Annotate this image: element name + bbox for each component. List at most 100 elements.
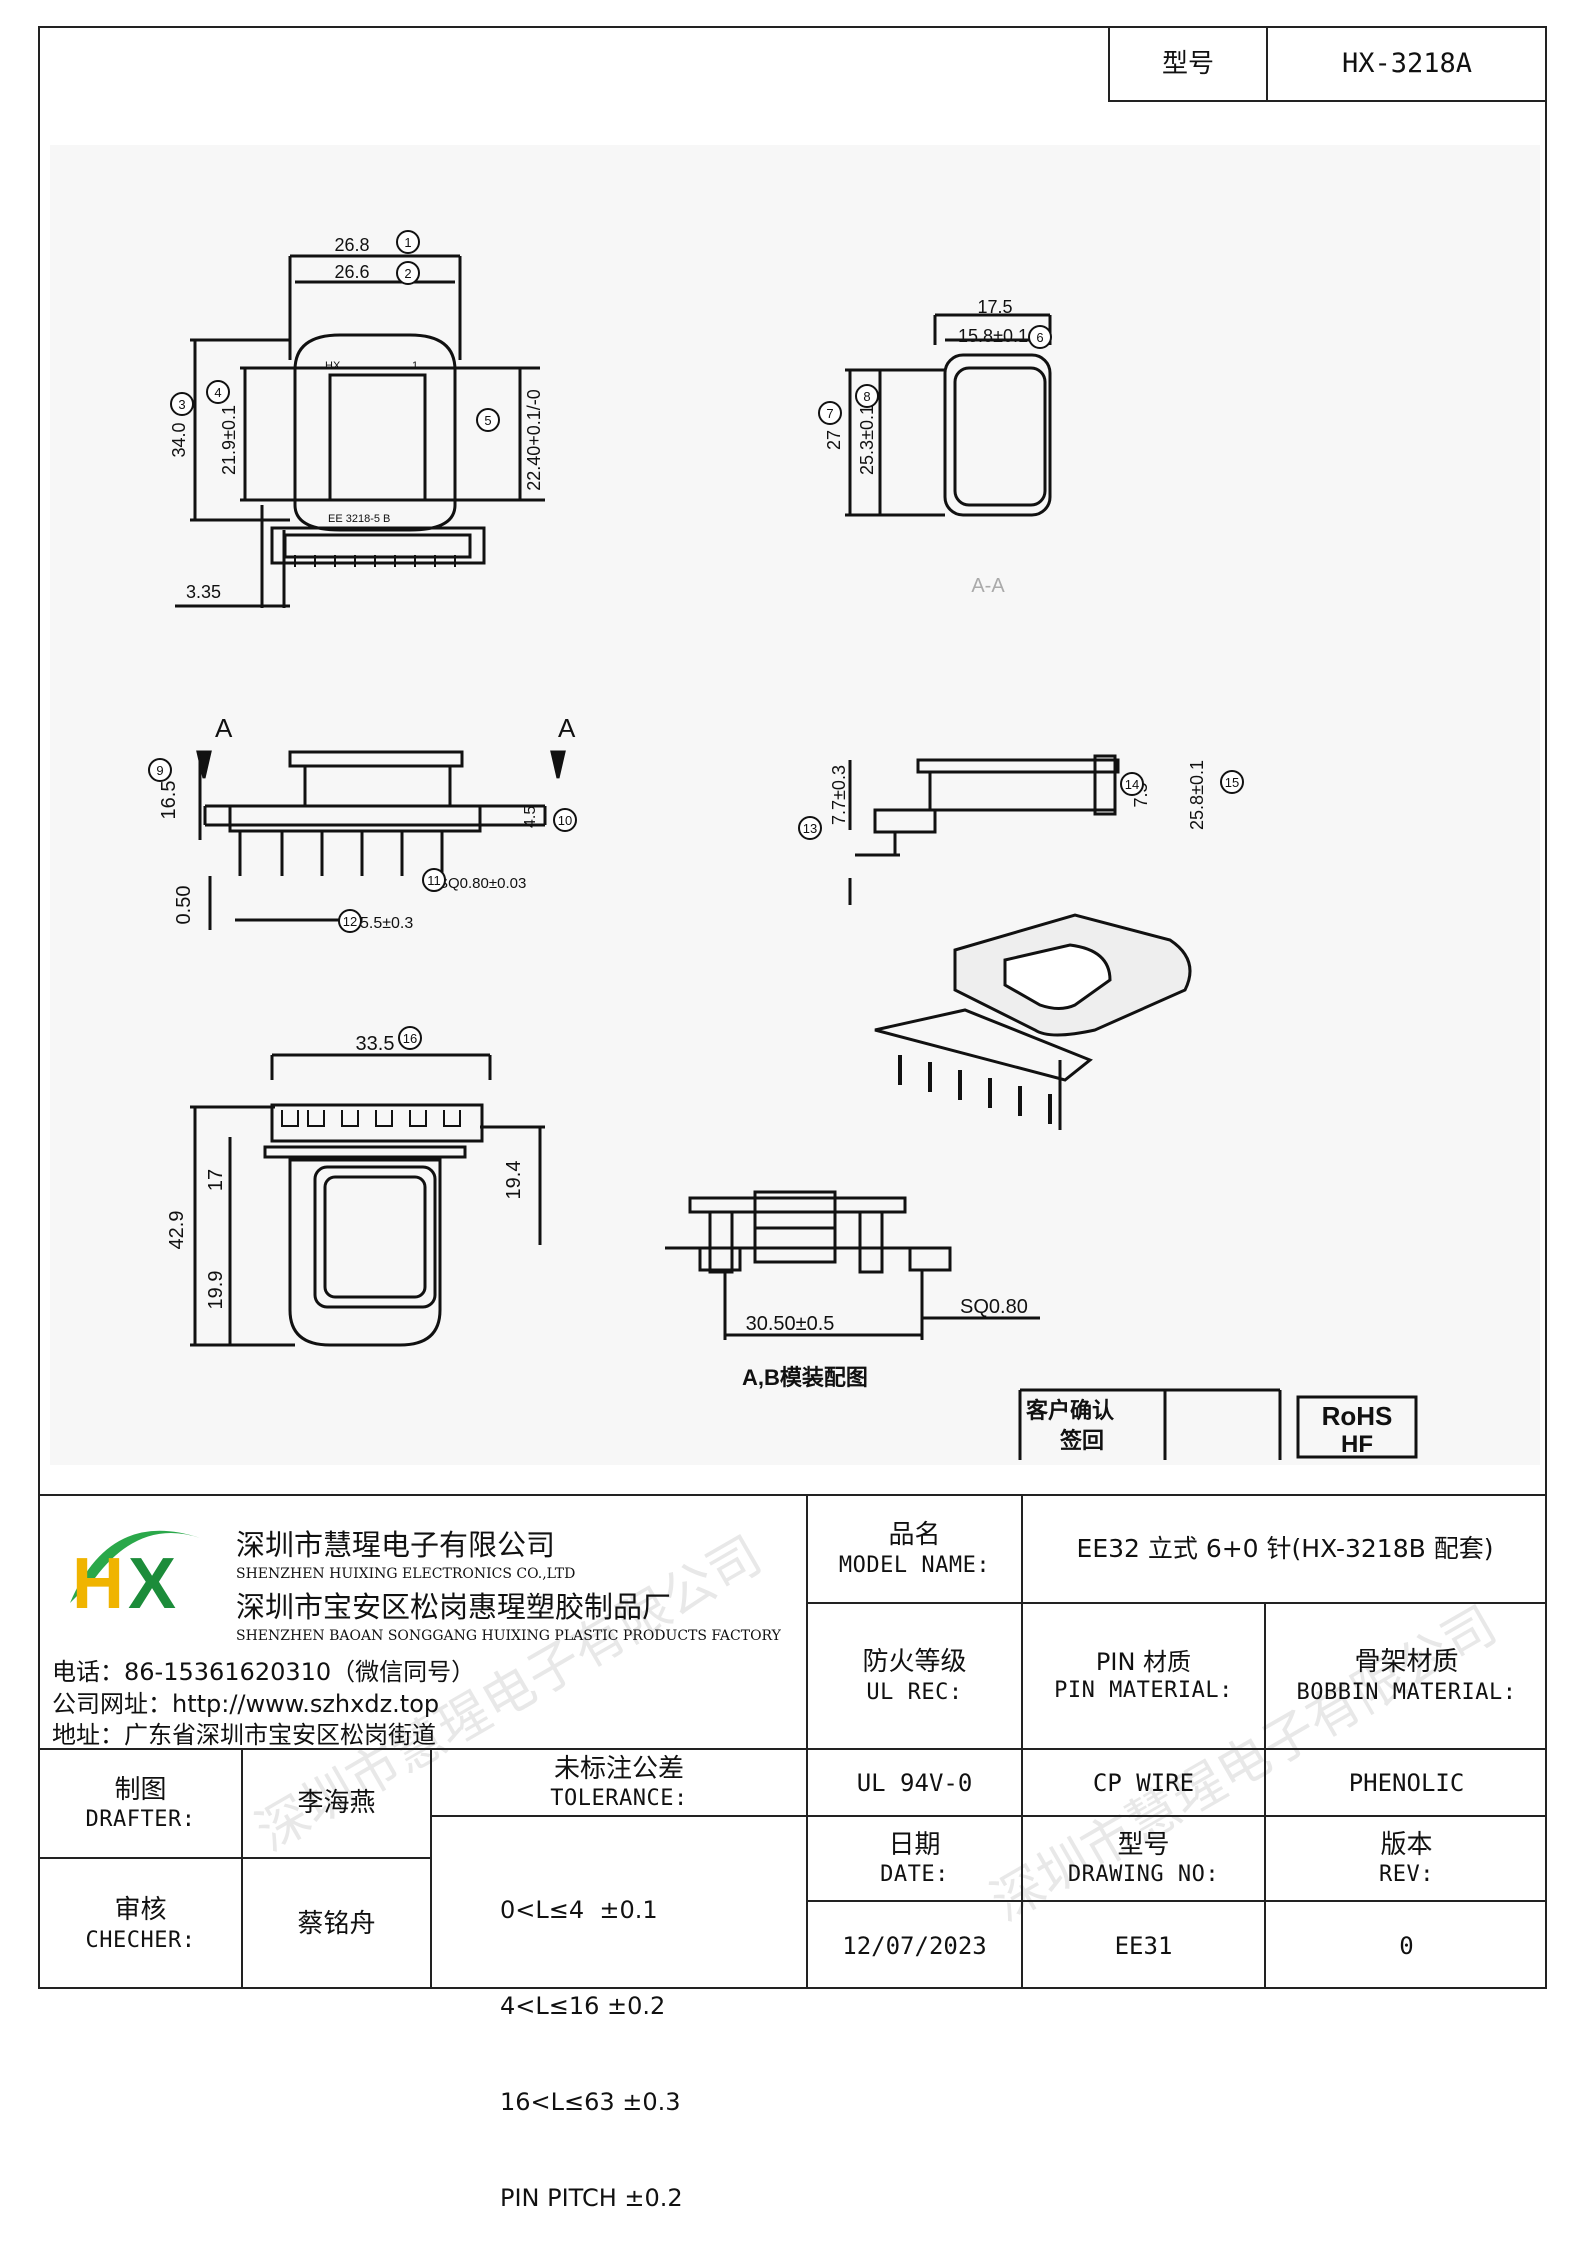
technical-drawing: 26.8 26.6 34.0 21.9±0.1 22.40+0.1/-0 3.3…: [148, 230, 1418, 1460]
logo-letter-x: X: [128, 1544, 176, 1624]
callout-number: 6: [1036, 330, 1043, 345]
dim-label: 17.5: [977, 297, 1012, 317]
top-view-labels: 26.8 26.6 34.0 21.9±0.1 22.40+0.1/-0 3.3…: [169, 235, 544, 602]
label-en: DATE:: [880, 1862, 949, 1887]
bobbin-label: 骨架材质 BOBBIN MATERIAL:: [1266, 1604, 1547, 1748]
pin-label: PIN 材质 PIN MATERIAL:: [1023, 1604, 1264, 1748]
dim-label: 25.3±0.1: [857, 405, 877, 475]
table-divider: [1264, 1602, 1266, 1989]
company-name-en: SHENZHEN HUIXING ELECTRONICS CO.,LTD: [236, 1566, 576, 1582]
section-aa-labels: 17.5 15.8±0.1 27 25.3±0.1 A-A: [824, 297, 1028, 597]
callout-number: 1: [404, 235, 411, 250]
logo-letter-h: H: [72, 1544, 124, 1624]
dim-label: SQ0.80±0.03: [438, 875, 526, 892]
callout-number: 15: [1225, 775, 1239, 790]
company-phone: 电话：86-15361620310（微信同号）: [52, 1658, 476, 1686]
table-rule: [38, 1748, 1547, 1750]
checker-label: 审核 CHECHER:: [40, 1859, 241, 1989]
label-en: REV:: [1379, 1862, 1434, 1887]
dim-label: 26.8: [334, 235, 369, 255]
callout-number: 16: [403, 1031, 417, 1046]
tolerance-row: PIN PITCH ±0.2: [500, 2184, 683, 2212]
dim-label: 22.40+0.1/-0: [524, 389, 544, 491]
dim-label: 4.5: [522, 806, 539, 828]
tolerance-row: 16<L≤63 ±0.3: [500, 2088, 681, 2116]
dim-label: 19.9: [205, 1271, 227, 1310]
table-divider: [241, 1748, 243, 1989]
callout-number: 11: [427, 873, 441, 888]
side-view-labels: A A 16.5 4.5 0.50 SQ0.80±0.03 5.5±0.3: [158, 713, 576, 932]
title-rule: [1108, 100, 1546, 102]
callout-number: 7: [826, 406, 833, 421]
dim-label: 19.4: [503, 1161, 525, 1200]
ul-label: 防火等级 UL REC:: [808, 1604, 1021, 1748]
dim-label: 16.5: [158, 781, 180, 820]
label-zh: 品名: [888, 1520, 941, 1550]
section-label: A-A: [971, 575, 1005, 597]
bottom-view-labels: 33.5 42.9 17 19.9 19.4: [166, 1033, 525, 1309]
hf-text: HF: [1341, 1431, 1373, 1458]
drafter-label: 制图 DRAFTER:: [40, 1750, 241, 1857]
date-label: 日期 DATE:: [808, 1817, 1021, 1900]
date-value: 12/07/2023: [842, 1931, 987, 1960]
label-zh: 型号: [1117, 1829, 1170, 1860]
label-zh: 制图: [114, 1774, 167, 1805]
logo-swoosh: [70, 1530, 200, 1603]
label-zh: 骨架材质: [1354, 1647, 1459, 1677]
factory-name-zh: 深圳市宝安区松岗惠瑆塑胶制品厂: [236, 1590, 672, 1624]
dim-label: 25.8±0.1: [1187, 760, 1207, 830]
dim-label: SQ0.80: [960, 1296, 1028, 1318]
customer-confirm: [1018, 1388, 1282, 1460]
table-rule: [430, 1815, 806, 1817]
label-zh: PIN 材质: [1095, 1648, 1192, 1677]
rohs-text: RoHS: [1322, 1401, 1393, 1431]
title-divider: [1266, 26, 1268, 102]
customer-confirm-text: 客户确认 签回: [1026, 1398, 1114, 1453]
dim-label: 0.50: [173, 886, 195, 925]
mark-text: HX: [325, 360, 341, 372]
section-mark: A: [558, 713, 576, 743]
rev-label: 版本 REV:: [1266, 1817, 1547, 1900]
label-en: PIN MATERIAL:: [1054, 1678, 1233, 1704]
dim-label: 33.5: [356, 1033, 395, 1055]
label-zh: 版本: [1380, 1829, 1433, 1860]
label-en: BOBBIN MATERIAL:: [1296, 1679, 1517, 1705]
table-divider: [806, 1494, 808, 1989]
section-aa: [845, 313, 1052, 517]
label-en: UL REC:: [866, 1679, 963, 1705]
rohs-mark: RoHS HF: [1296, 1395, 1418, 1459]
side-view: [196, 750, 566, 930]
confirm-line: 签回: [1059, 1428, 1104, 1453]
dim-label: 34.0: [169, 422, 189, 457]
dim-label: 17: [205, 1169, 227, 1191]
dim-label: 15.8±0.1: [958, 326, 1028, 346]
mark-text: 1: [412, 360, 418, 372]
tolerance-row: 4<L≤16 ±0.2: [500, 1992, 666, 2020]
table-rule: [806, 1900, 1547, 1902]
drafter-value: 李海燕: [297, 1788, 376, 1819]
tolerance-row: 0<L≤4 ±0.1: [500, 1896, 658, 1924]
callout-number: 4: [214, 385, 221, 400]
bottom-view: [190, 1053, 545, 1347]
title-divider: [1108, 26, 1110, 102]
assembly-caption: A,B模装配图: [742, 1365, 868, 1390]
company-logo: H X: [70, 1530, 200, 1624]
ul-value: UL 94V-0: [856, 1768, 973, 1797]
dim-label: 26.6: [334, 262, 369, 282]
drawing-no-value: EE31: [1114, 1931, 1173, 1960]
dim-label: 42.9: [166, 1211, 188, 1250]
table-rule: [38, 1857, 430, 1859]
label-en: TOLERANCE:: [550, 1786, 688, 1811]
callout-number: 8: [863, 389, 870, 404]
callout-number: 14: [1125, 777, 1139, 792]
model-name-value: EE32 立式 6+0 针(HX-3218B 配套): [1076, 1534, 1494, 1564]
company-website[interactable]: 公司网址：http://www.szhxdz.top: [52, 1690, 440, 1718]
factory-name-en: SHENZHEN BAOAN SONGGANG HUIXING PLASTIC …: [236, 1628, 781, 1644]
callout-number: 10: [558, 813, 572, 828]
dim-label: 7.7±0.3: [829, 765, 849, 825]
checker-value: 蔡铭舟: [297, 1908, 376, 1939]
dim-label: 3.35: [186, 582, 221, 602]
label-zh: 审核: [114, 1895, 167, 1925]
section-mark: A: [215, 713, 233, 743]
tolerance-table: 0<L≤4 ±0.1 4<L≤16 ±0.2 16<L≤63 ±0.3 PIN …: [500, 1830, 683, 2246]
